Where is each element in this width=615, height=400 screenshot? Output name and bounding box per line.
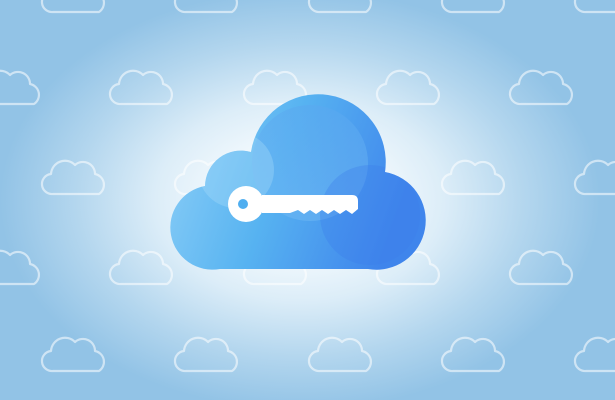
- cloud-shape: [170, 94, 426, 270]
- key-icon: [228, 186, 358, 222]
